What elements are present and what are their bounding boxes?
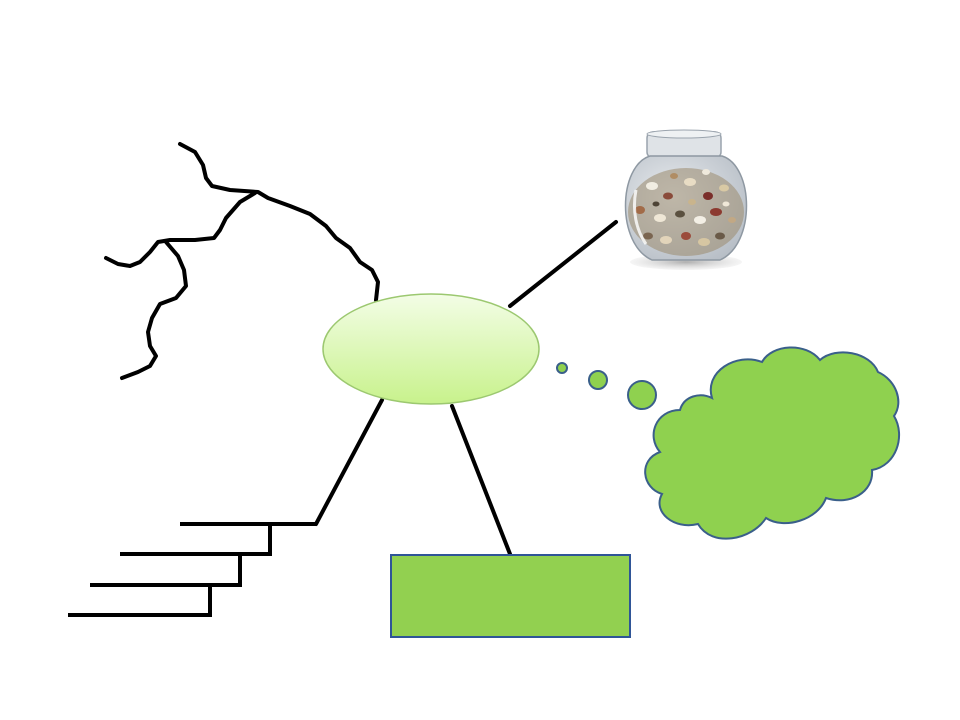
stairs-icon [68, 522, 316, 617]
jar-beans [628, 168, 744, 256]
stair-step-4 [68, 585, 212, 617]
connector-to-jar [508, 220, 618, 308]
bubble-small [556, 362, 568, 374]
connector-to-box [450, 404, 512, 556]
connector-to-stairs [314, 398, 384, 526]
central-ellipse[interactable] [322, 293, 540, 405]
bubble-medium [588, 370, 608, 390]
bubble-large [627, 380, 657, 410]
stair-step-3 [90, 554, 242, 587]
connector-lines [314, 220, 618, 556]
jar-rim [646, 129, 722, 139]
thought-bubbles [556, 362, 657, 410]
crack-branch-upper [104, 191, 257, 268]
lightning-bolt-icon [104, 142, 380, 380]
thought-cloud-icon[interactable] [644, 346, 900, 540]
bean-jar-image [624, 129, 748, 270]
bottom-box[interactable] [390, 554, 631, 638]
stair-step-2 [120, 524, 272, 556]
jar-highlight [632, 189, 648, 245]
crack-branch-lower [120, 240, 188, 380]
crack-main [178, 142, 380, 302]
